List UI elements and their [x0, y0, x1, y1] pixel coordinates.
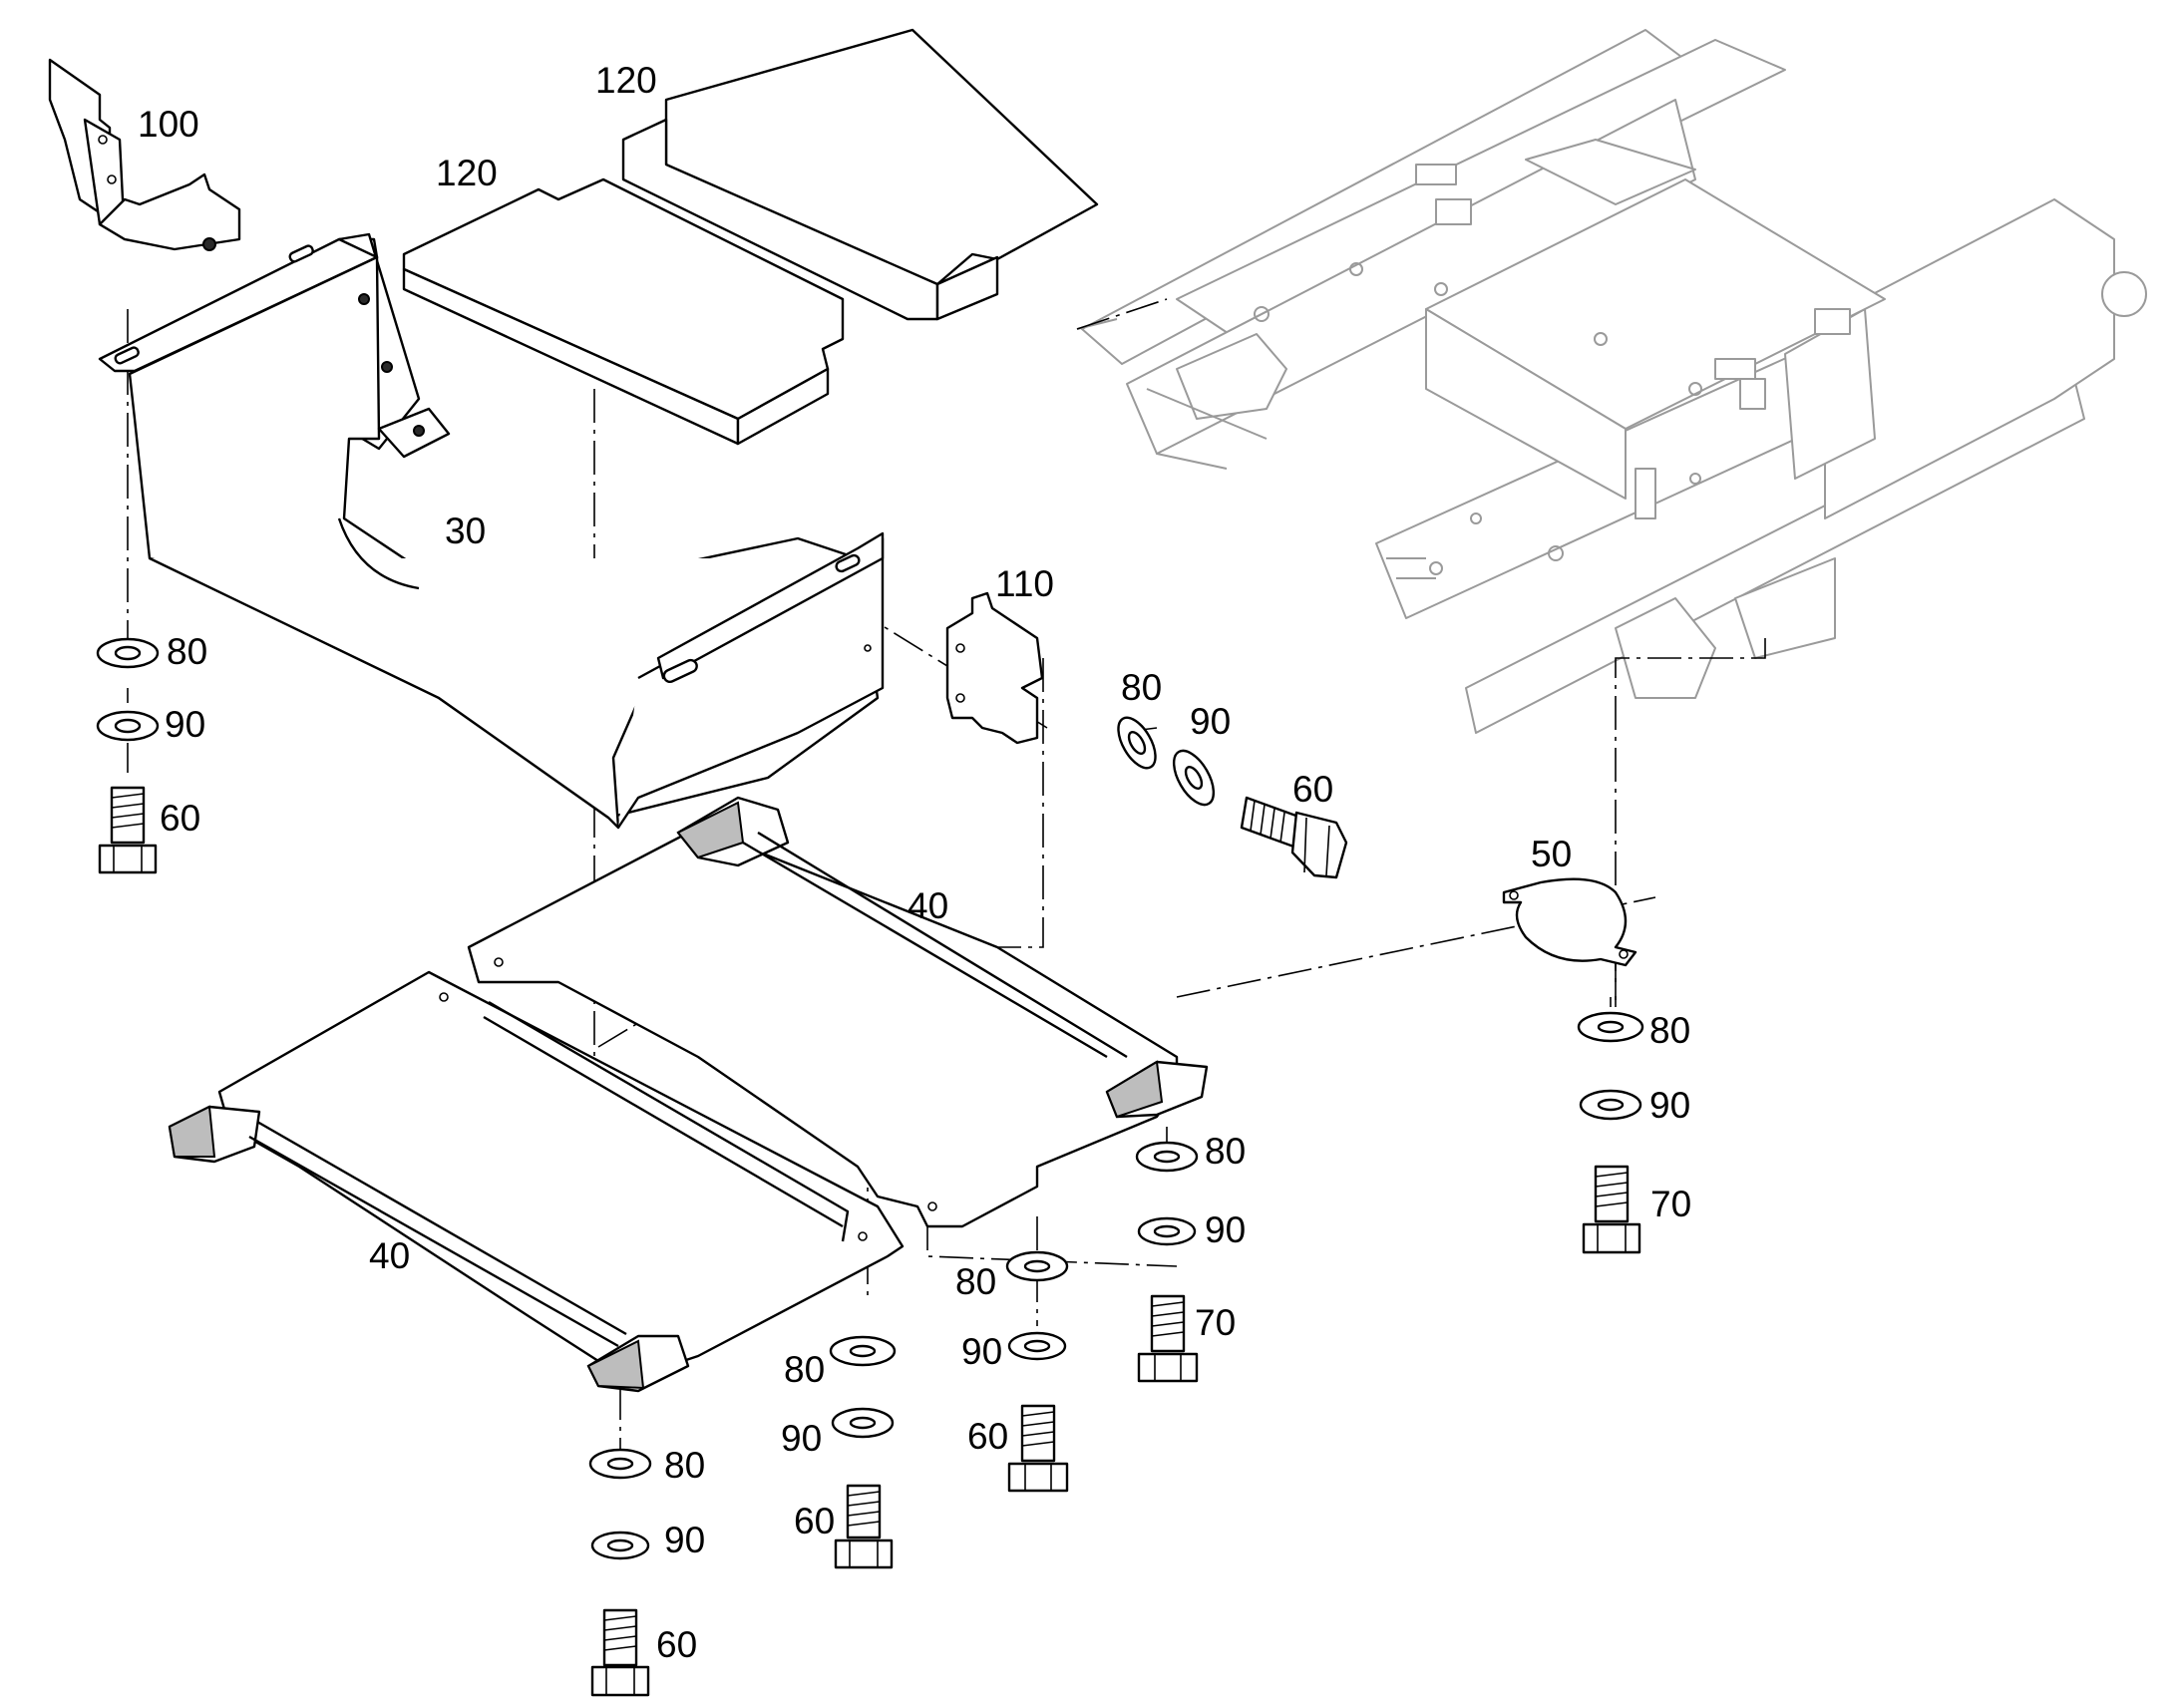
callout-120-left: 120 [436, 153, 498, 193]
callout-90-mid: 90 [1190, 701, 1231, 742]
bracket-100 [48, 58, 241, 251]
callout-40-upper: 40 [908, 885, 948, 926]
fastener-horizontal [1117, 716, 1348, 879]
pad-120-left [402, 177, 845, 446]
callout-60-center: 60 [967, 1416, 1008, 1457]
callout-60-bottom-mid: 60 [794, 1501, 835, 1541]
plate-40-upper [467, 796, 1209, 1228]
callout-90-far-right: 90 [1649, 1085, 1690, 1126]
callout-70-right: 70 [1195, 1302, 1236, 1343]
cover-plate-50 [1502, 877, 1637, 967]
callout-100: 100 [138, 104, 199, 145]
fastener-stack-mid [829, 1335, 897, 1569]
callout-30: 30 [445, 511, 486, 551]
callout-90-center: 90 [961, 1331, 1002, 1372]
callout-70-far-right: 70 [1650, 1184, 1691, 1224]
callout-90-left: 90 [165, 704, 205, 745]
machine-frame [1076, 29, 2147, 734]
callout-60-bottom: 60 [656, 1624, 697, 1665]
fastener-stack-left [96, 637, 160, 874]
callout-80-right: 80 [1205, 1131, 1246, 1172]
callout-80-center: 80 [955, 1261, 996, 1302]
callout-110: 110 [995, 563, 1054, 604]
fastener-stack-bottom [588, 1448, 652, 1697]
fastener-stack-right [1135, 1141, 1199, 1383]
callout-80-left: 80 [167, 631, 207, 672]
fastener-stack-far-right [1577, 1011, 1644, 1254]
fastener-stack-center [1005, 1250, 1069, 1493]
callout-90-bottom: 90 [664, 1520, 705, 1560]
plate-40-lower [168, 970, 905, 1393]
callout-80-mid: 80 [1121, 667, 1162, 708]
callout-90-bottom-mid: 90 [781, 1418, 822, 1459]
callout-50: 50 [1531, 834, 1572, 874]
pad-120-right [621, 28, 1099, 321]
callout-40-lower: 40 [369, 1235, 410, 1276]
callout-labels: 100 120 120 30 110 80 90 60 80 90 60 40 … [138, 60, 1691, 1665]
callout-80-bottom-mid: 80 [784, 1349, 825, 1390]
callout-60-mid: 60 [1292, 769, 1333, 810]
callout-90-right: 90 [1205, 1209, 1246, 1250]
callout-120-right: 120 [595, 60, 657, 101]
callout-80-far-right: 80 [1649, 1010, 1690, 1051]
callout-60-left: 60 [160, 798, 200, 839]
bracket-110 [945, 591, 1044, 745]
callout-80-bottom: 80 [664, 1445, 705, 1486]
battery-box-30 [98, 232, 885, 830]
